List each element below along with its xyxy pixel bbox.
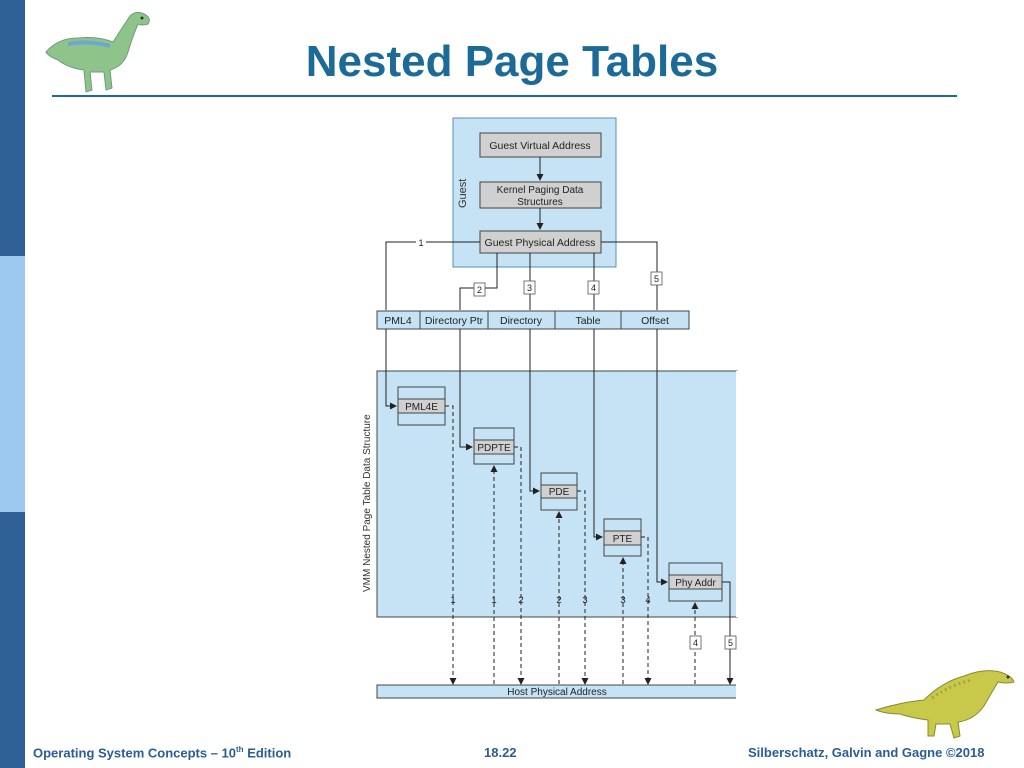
guest-label: Guest xyxy=(457,179,469,208)
bottom-number-3a: 3 xyxy=(582,595,587,606)
guest-physical-address-label: Guest Physical Address xyxy=(485,237,596,249)
field-pml4: PML4 xyxy=(384,315,412,327)
field-table: Table xyxy=(575,315,600,327)
footer-edition-sup: th xyxy=(236,745,244,754)
bottom-number-4: 4 xyxy=(645,595,650,606)
field-offset: Offset xyxy=(641,315,669,327)
step-label-4: 4 xyxy=(591,283,596,293)
kernel-paging-label-2: Structures xyxy=(517,197,563,208)
guest-virtual-address-label: Guest Virtual Address xyxy=(489,140,590,152)
page-number: 18.22 xyxy=(484,745,517,760)
step-label-1: 1 xyxy=(418,238,423,248)
footer-edition-suffix: Edition xyxy=(243,745,292,761)
address-fields-row xyxy=(376,310,690,330)
dinosaur-logo-top xyxy=(45,11,150,93)
left-accent-light xyxy=(0,256,25,512)
entry-pml4e-label: PML4E xyxy=(405,402,438,413)
footer-book-title: Operating System Concepts – 10 xyxy=(33,745,237,761)
step-label-3: 3 xyxy=(527,283,532,293)
step-label-2: 2 xyxy=(477,285,482,295)
bottom-number-1b: 1 xyxy=(491,595,496,606)
field-directory-ptr: Directory Ptr xyxy=(425,315,484,327)
host-physical-address-label: Host Physical Address xyxy=(507,687,607,698)
step-label-4-bottom: 4 xyxy=(693,638,698,648)
vmm-label: VMM Nested Page Table Data Structure xyxy=(362,414,373,592)
bottom-number-3b: 3 xyxy=(620,595,625,606)
left-accent-bar xyxy=(0,0,25,768)
bottom-number-2b: 2 xyxy=(556,595,561,606)
footer-left: Operating System Concepts – 10th Edition xyxy=(33,745,291,760)
entry-pdpte-label: PDPTE xyxy=(477,443,511,454)
step-label-5: 5 xyxy=(654,274,659,284)
field-directory: Directory xyxy=(500,315,543,327)
step-label-5-bottom: 5 xyxy=(728,638,733,648)
entry-phy-addr-label: Phy Addr xyxy=(675,578,716,589)
footer-right: Silberschatz, Galvin and Gagne ©2018 xyxy=(748,745,985,760)
nested-page-tables-diagram: Guest Guest Virtual Address Kernel Pagin… xyxy=(362,117,742,699)
bottom-number-1a: 1 xyxy=(450,595,455,606)
title-underline xyxy=(52,95,957,97)
bottom-number-2a: 2 xyxy=(518,595,523,606)
dinosaur-logo-bottom xyxy=(874,670,1015,739)
entry-pde-label: PDE xyxy=(549,487,570,498)
slide-title: Nested Page Tables xyxy=(305,37,719,86)
entry-pte-label: PTE xyxy=(613,534,633,545)
kernel-paging-label-1: Kernel Paging Data xyxy=(497,185,584,196)
